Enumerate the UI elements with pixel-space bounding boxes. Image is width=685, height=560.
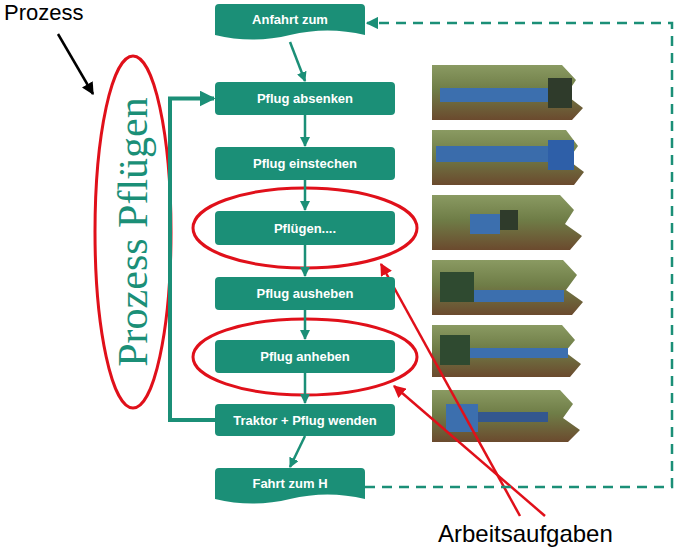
box-text: Pflug anheben xyxy=(260,349,350,364)
terminal-outline xyxy=(215,468,365,504)
process-box: Pflügen.... xyxy=(215,211,395,245)
photo xyxy=(432,65,583,120)
photo xyxy=(432,260,583,315)
box-text: Pflug ausheben xyxy=(257,286,354,301)
annotation-label: Arbeitsaufgaben xyxy=(438,522,613,546)
pointer-line xyxy=(58,34,93,94)
terminal-box: Anfahrt zum xyxy=(215,4,365,42)
annotation-label: Prozess xyxy=(4,2,83,24)
vertical-title: Prozess Pflügen xyxy=(112,97,154,366)
highlight-ellipse xyxy=(95,56,171,408)
flow-arrow xyxy=(290,42,305,81)
photo xyxy=(432,130,584,185)
terminal-outline xyxy=(215,4,365,40)
flow-arrow xyxy=(304,245,307,276)
flow-arrow xyxy=(304,180,307,210)
process-box: Pflug absenken xyxy=(215,82,395,115)
flow-arrow xyxy=(290,436,305,467)
dashed-return-arrow xyxy=(365,23,672,487)
flow-arrow xyxy=(304,310,307,339)
box-text: Traktor + Pflug wenden xyxy=(233,413,376,428)
box-text: Pflügen.... xyxy=(274,221,336,236)
box-text: Anfahrt zum xyxy=(252,12,328,27)
process-box: Pflug ausheben xyxy=(215,277,395,310)
terminal-box: Fahrt zum H xyxy=(215,468,365,506)
box-text: Pflug einstechen xyxy=(253,156,357,171)
flow-arrow xyxy=(304,373,307,403)
photo xyxy=(432,195,582,250)
loop-arrow xyxy=(170,99,215,421)
process-box: Pflug einstechen xyxy=(215,147,395,180)
process-box: Pflug anheben xyxy=(215,340,395,373)
photo xyxy=(432,325,581,377)
flow-arrow xyxy=(304,115,307,146)
pointer-line xyxy=(394,386,545,516)
box-text: Fahrt zum H xyxy=(252,476,327,491)
pointer-line xyxy=(381,264,520,516)
box-text: Pflug absenken xyxy=(257,91,353,106)
process-box: Traktor + Pflug wenden xyxy=(215,404,395,436)
